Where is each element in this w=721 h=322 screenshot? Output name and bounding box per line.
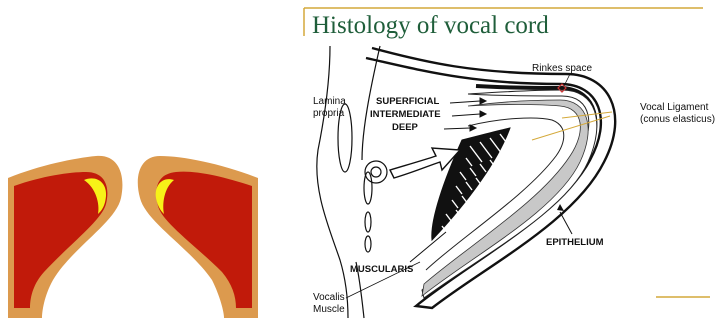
lamina-propria-label: Lamina propria [313, 96, 361, 120]
rinkes-space-label: Rinkes space [532, 63, 592, 75]
vocal-ligament-label: Vocal Ligament (conus elasticus) [640, 102, 720, 126]
right-fold-muscle [156, 172, 252, 308]
layer-pointers [444, 98, 486, 131]
superficial-label: SUPERFICIAL [376, 96, 439, 108]
histology-diagram [317, 46, 615, 318]
vocal-fold-cross-section [8, 156, 258, 318]
intermediate-label: INTERMEDIATE [370, 109, 441, 121]
vocalis-muscle-label: Vocalis Muscle [313, 292, 363, 316]
left-fold-muscle [14, 172, 107, 308]
lamina-propria-structure [317, 46, 387, 318]
deep-label: DEEP [392, 122, 418, 134]
epithelium-pointer [560, 212, 572, 234]
muscularis-label: MUSCULARIS [350, 264, 413, 276]
slide-title: Histology of vocal cord [312, 12, 549, 40]
epithelium-label: EPITHELIUM [546, 237, 604, 249]
epithelium-pointer-head [557, 204, 564, 211]
muscularis-fibers [432, 128, 510, 240]
